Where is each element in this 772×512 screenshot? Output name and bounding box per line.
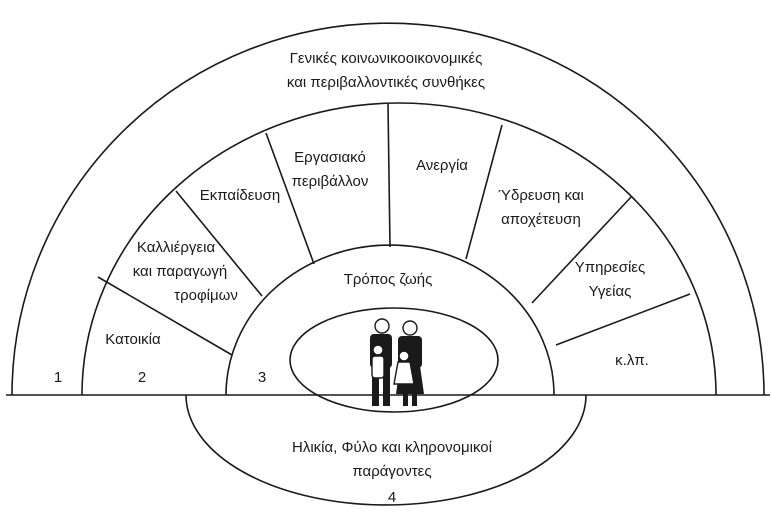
base-label-line1: Ηλικία, Φύλο και κληρονομικοί [292, 439, 493, 456]
lifestyle-label: Τρόπος ζωής [344, 271, 433, 288]
sector-health-label-line2: Υγείας [589, 283, 632, 300]
sector-divider [265, 132, 315, 265]
sector-divider [387, 103, 391, 248]
sector-agriculture-label-line1: Καλλιέργεια [137, 239, 216, 256]
sector-band-outer-arc [81, 102, 717, 396]
sector-agriculture-label-line2: και παραγωγή [133, 263, 228, 280]
sector-work-label-line2: περιβάλλον [292, 173, 369, 190]
layer-number-1: 1 [54, 369, 62, 386]
layer-number-3: 3 [258, 369, 266, 386]
center-ellipse [289, 307, 499, 413]
sector-divider [97, 276, 233, 356]
outer-arc [11, 22, 765, 396]
outer-layer-label-line2: και περιβαλλοντικές συνθήκες [287, 74, 485, 91]
outer-layer-label-line1: Γενικές κοινωνικοοικονομικές [290, 50, 483, 67]
sector-water-label-line2: αποχέτευση [501, 211, 581, 228]
sector-work-label-line1: Εργασιακό [294, 149, 366, 166]
sector-etc-label: κ.λπ. [615, 352, 649, 369]
sector-agriculture-label-line3: τροφίμων [174, 287, 238, 304]
sector-divider [175, 190, 263, 297]
sector-unemployment-label: Ανεργία [416, 157, 468, 174]
sector-health-label-line1: Υπηρεσίες [575, 259, 645, 276]
sector-divider [531, 195, 633, 304]
base-label-line2: παράγοντες [352, 463, 431, 480]
family-figure-icon [370, 318, 424, 406]
base-arc [185, 394, 587, 506]
sector-education-label: Εκπαίδευση [200, 187, 281, 204]
layer-number-2: 2 [138, 369, 146, 386]
sector-housing-label: Κατοικία [105, 331, 161, 348]
layer-number-4: 4 [388, 489, 396, 506]
sector-divider [555, 293, 691, 346]
sector-divider [465, 124, 503, 260]
sector-water-label-line1: Ύδρευση και [498, 187, 584, 204]
